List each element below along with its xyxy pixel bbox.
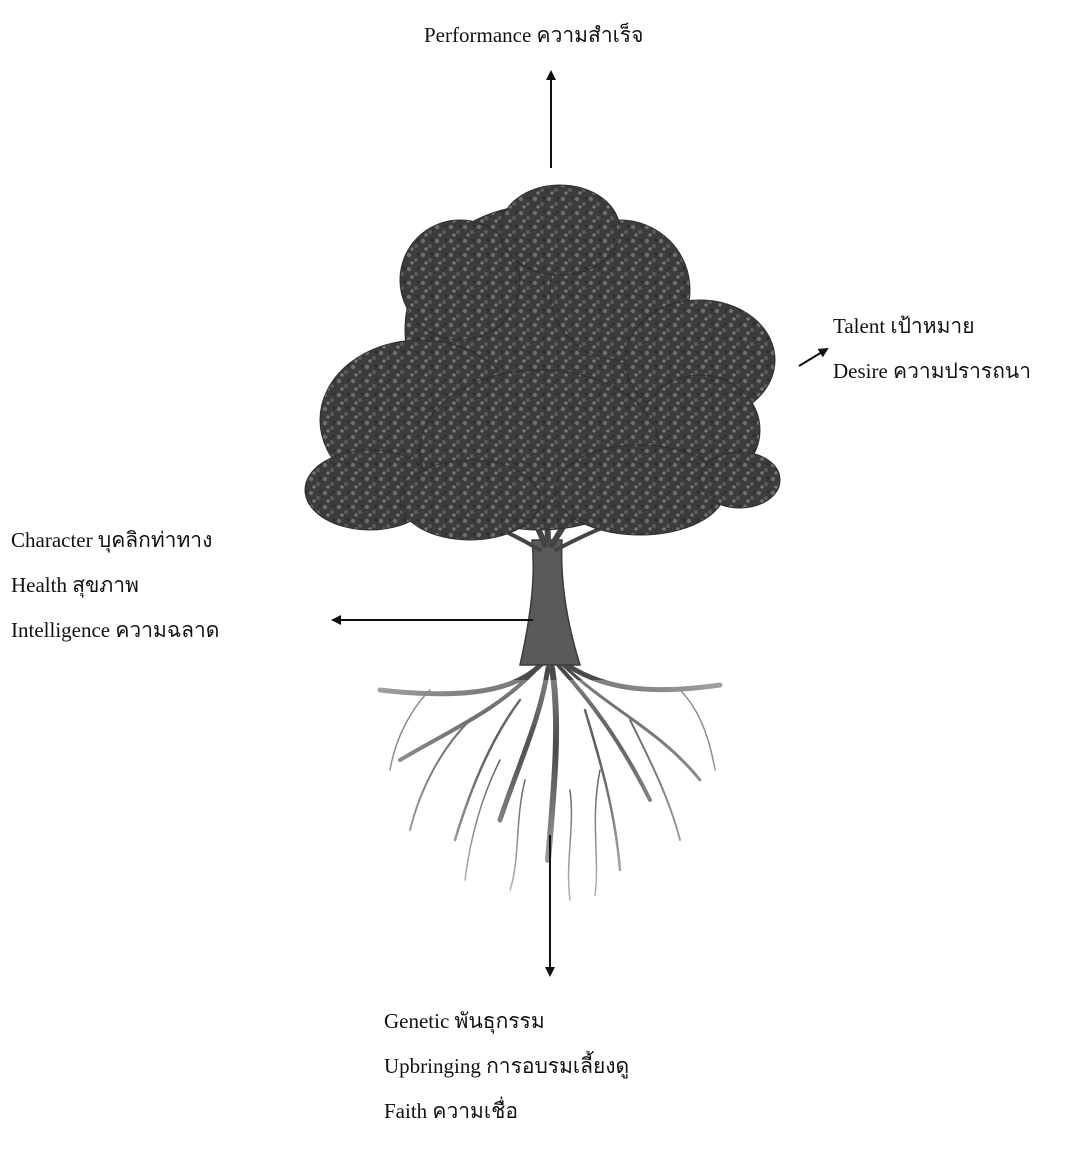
tree-canopy	[305, 185, 780, 540]
tree-illustration	[305, 185, 780, 910]
tree-trunk	[520, 540, 580, 665]
label-intelligence: Intelligence ความฉลาด	[11, 617, 219, 643]
right-label-group: Talent เป้าหมาย Desire ความปรารถนา	[833, 313, 1031, 403]
label-upbringing: Upbringing การอบรมเลี้ยงดู	[384, 1053, 629, 1079]
bottom-label-group: Genetic พันธุกรรม Upbringing การอบรมเลี้…	[384, 1008, 629, 1143]
arrow-right	[799, 349, 827, 366]
label-desire: Desire ความปรารถนา	[833, 358, 1031, 384]
label-performance: Performance ความสำเร็จ	[424, 22, 643, 48]
label-health: Health สุขภาพ	[11, 572, 219, 598]
label-talent: Talent เป้าหมาย	[833, 313, 1031, 339]
label-genetic: Genetic พันธุกรรม	[384, 1008, 629, 1034]
label-character: Character บุคลิกท่าทาง	[11, 527, 219, 553]
left-label-group: Character บุคลิกท่าทาง Health สุขภาพ Int…	[11, 527, 219, 662]
label-faith: Faith ความเชื่อ	[384, 1098, 629, 1124]
